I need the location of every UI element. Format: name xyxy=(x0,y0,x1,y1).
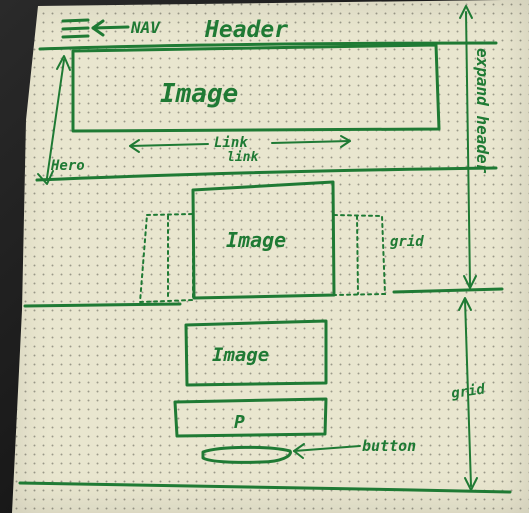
button-label: button xyxy=(362,437,416,455)
header-title: Header xyxy=(204,17,288,43)
grid-label-bottom: grid xyxy=(450,381,486,402)
expand-header-label: expand header xyxy=(473,48,492,174)
grid-image-label: Image xyxy=(226,228,286,252)
button-pointer-arrow xyxy=(293,443,361,459)
expand-header-arrow xyxy=(459,5,477,289)
hero-height-arrow xyxy=(37,55,71,185)
stack-image-label: Image xyxy=(212,344,269,366)
button-shape xyxy=(201,445,292,464)
hero-divider xyxy=(35,166,498,182)
hero-label: Hero xyxy=(50,158,85,174)
grid-divider xyxy=(23,287,504,308)
grid-ghost-card-left xyxy=(138,212,194,304)
paragraph-box xyxy=(173,397,328,438)
nav-label: NAV xyxy=(130,18,161,37)
dotted-notebook-paper xyxy=(12,0,529,513)
paragraph-label: P xyxy=(234,412,245,433)
stack-image-box xyxy=(184,319,328,387)
hero-image-label: Image xyxy=(160,79,238,109)
grid-label-top: grid xyxy=(390,234,424,250)
hero-image-box xyxy=(71,43,441,133)
nav-arrow xyxy=(91,19,130,37)
grid-ghost-card-right xyxy=(333,214,387,296)
link-label-secondary: link xyxy=(227,150,259,165)
link-arrow xyxy=(129,135,351,153)
header-divider xyxy=(38,41,498,51)
section-bottom-divider xyxy=(18,481,512,494)
link-label-primary: Link xyxy=(214,135,248,151)
hamburger-menu-icon xyxy=(61,18,90,39)
